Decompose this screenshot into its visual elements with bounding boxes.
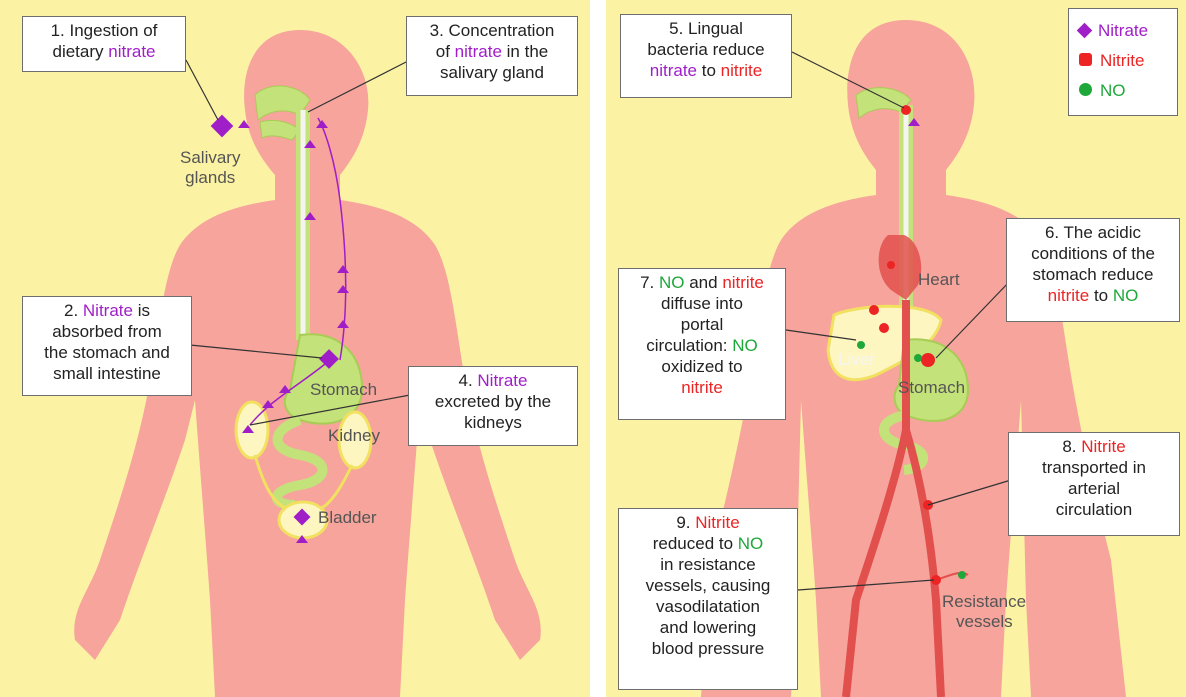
diamond-icon bbox=[1077, 23, 1093, 39]
legend-nitrate: Nitrate bbox=[1079, 21, 1148, 41]
callout-8-arterial: 8. Nitrite transported in arterial circu… bbox=[1008, 432, 1180, 536]
nitrate-word: nitrate bbox=[650, 61, 697, 80]
no-word: NO bbox=[1113, 286, 1139, 305]
label-heart: Heart bbox=[918, 270, 960, 290]
nitrite-word: nitrite bbox=[721, 61, 763, 80]
circle-icon bbox=[1079, 83, 1092, 96]
legend-nitrite: Nitrite bbox=[1079, 51, 1144, 71]
right-panel: 5. Lingual bacteria reduce nitrate to ni… bbox=[606, 0, 1186, 697]
left-panel: 1. Ingestion of dietary nitrate 3. Conce… bbox=[0, 0, 590, 697]
label-stomach: Stomach bbox=[898, 378, 965, 398]
label-kidney: Kidney bbox=[328, 426, 380, 446]
nitrate-word: Nitrate bbox=[477, 371, 527, 390]
callout-6-acidic: 6. The acidic conditions of the stomach … bbox=[1006, 218, 1180, 322]
no-word: NO bbox=[732, 336, 758, 355]
label-salivary-glands: Salivary glands bbox=[180, 148, 240, 188]
nitrate-word: nitrate bbox=[455, 42, 502, 61]
nitrite-word: nitrite bbox=[625, 377, 779, 398]
callout-1-line1: 1. Ingestion of bbox=[29, 20, 179, 41]
no-word: NO bbox=[738, 534, 764, 553]
dietary-nitrate-marker bbox=[211, 115, 234, 138]
nitrite-word: nitrite bbox=[1048, 286, 1090, 305]
label-resistance-vessels: Resistance vessels bbox=[942, 592, 1026, 632]
label-stomach: Stomach bbox=[310, 380, 377, 400]
callout-2-absorbed: 2. Nitrate is absorbed from the stomach … bbox=[22, 296, 192, 396]
callout-5-lingual: 5. Lingual bacteria reduce nitrate to ni… bbox=[620, 14, 792, 98]
nitrite-word: nitrite bbox=[722, 273, 764, 292]
nitrite-word: Nitrite bbox=[1081, 437, 1125, 456]
nitrite-word: Nitrite bbox=[695, 513, 739, 532]
label-liver: Liver bbox=[838, 350, 875, 370]
pentagon-icon bbox=[1079, 53, 1092, 66]
legend: Nitrate Nitrite NO bbox=[1068, 8, 1178, 116]
nitrate-word: Nitrate bbox=[83, 301, 133, 320]
callout-4-excreted: 4. Nitrate excreted by the kidneys bbox=[408, 366, 578, 446]
legend-no: NO bbox=[1079, 81, 1126, 101]
label-bladder: Bladder bbox=[318, 508, 377, 528]
callout-1-ingestion: 1. Ingestion of dietary nitrate bbox=[22, 16, 186, 72]
no-word: NO bbox=[659, 273, 685, 292]
nitrate-word: nitrate bbox=[108, 42, 155, 61]
callout-9-resistance: 9. Nitrite reduced to NO in resistance v… bbox=[618, 508, 798, 690]
callout-7-portal: 7. NO and nitrite diffuse into portal ci… bbox=[618, 268, 786, 420]
callout-3-concentration: 3. Concentration of nitrate in the saliv… bbox=[406, 16, 578, 96]
callout-1-line2: dietary nitrate bbox=[29, 41, 179, 62]
